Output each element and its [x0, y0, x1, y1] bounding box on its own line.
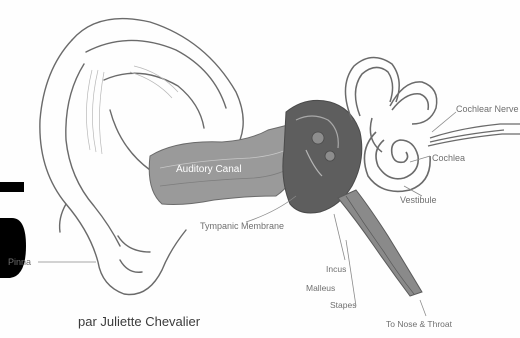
- label-malleus: Malleus: [306, 283, 335, 293]
- label-stapes: Stapes: [330, 300, 356, 310]
- label-cochlea: Cochlea: [432, 153, 465, 163]
- label-nose-throat: To Nose & Throat: [386, 319, 453, 329]
- label-vestibule: Vestibule: [400, 195, 437, 205]
- cochlear-nerve: [428, 124, 520, 146]
- eustachian-tube: [338, 190, 422, 296]
- author-credit: par Juliette Chevalier: [78, 314, 200, 329]
- label-auditory-canal: Auditory Canal: [176, 164, 242, 175]
- cochlea-spiral: [364, 132, 430, 191]
- label-cochlear-nerve: Cochlear Nerve: [456, 104, 519, 114]
- pinna-shading: [86, 66, 178, 154]
- label-tympanic-membrane: Tympanic Membrane: [200, 221, 284, 231]
- label-incus: Incus: [326, 264, 346, 274]
- label-pinna: Pinna: [8, 257, 31, 267]
